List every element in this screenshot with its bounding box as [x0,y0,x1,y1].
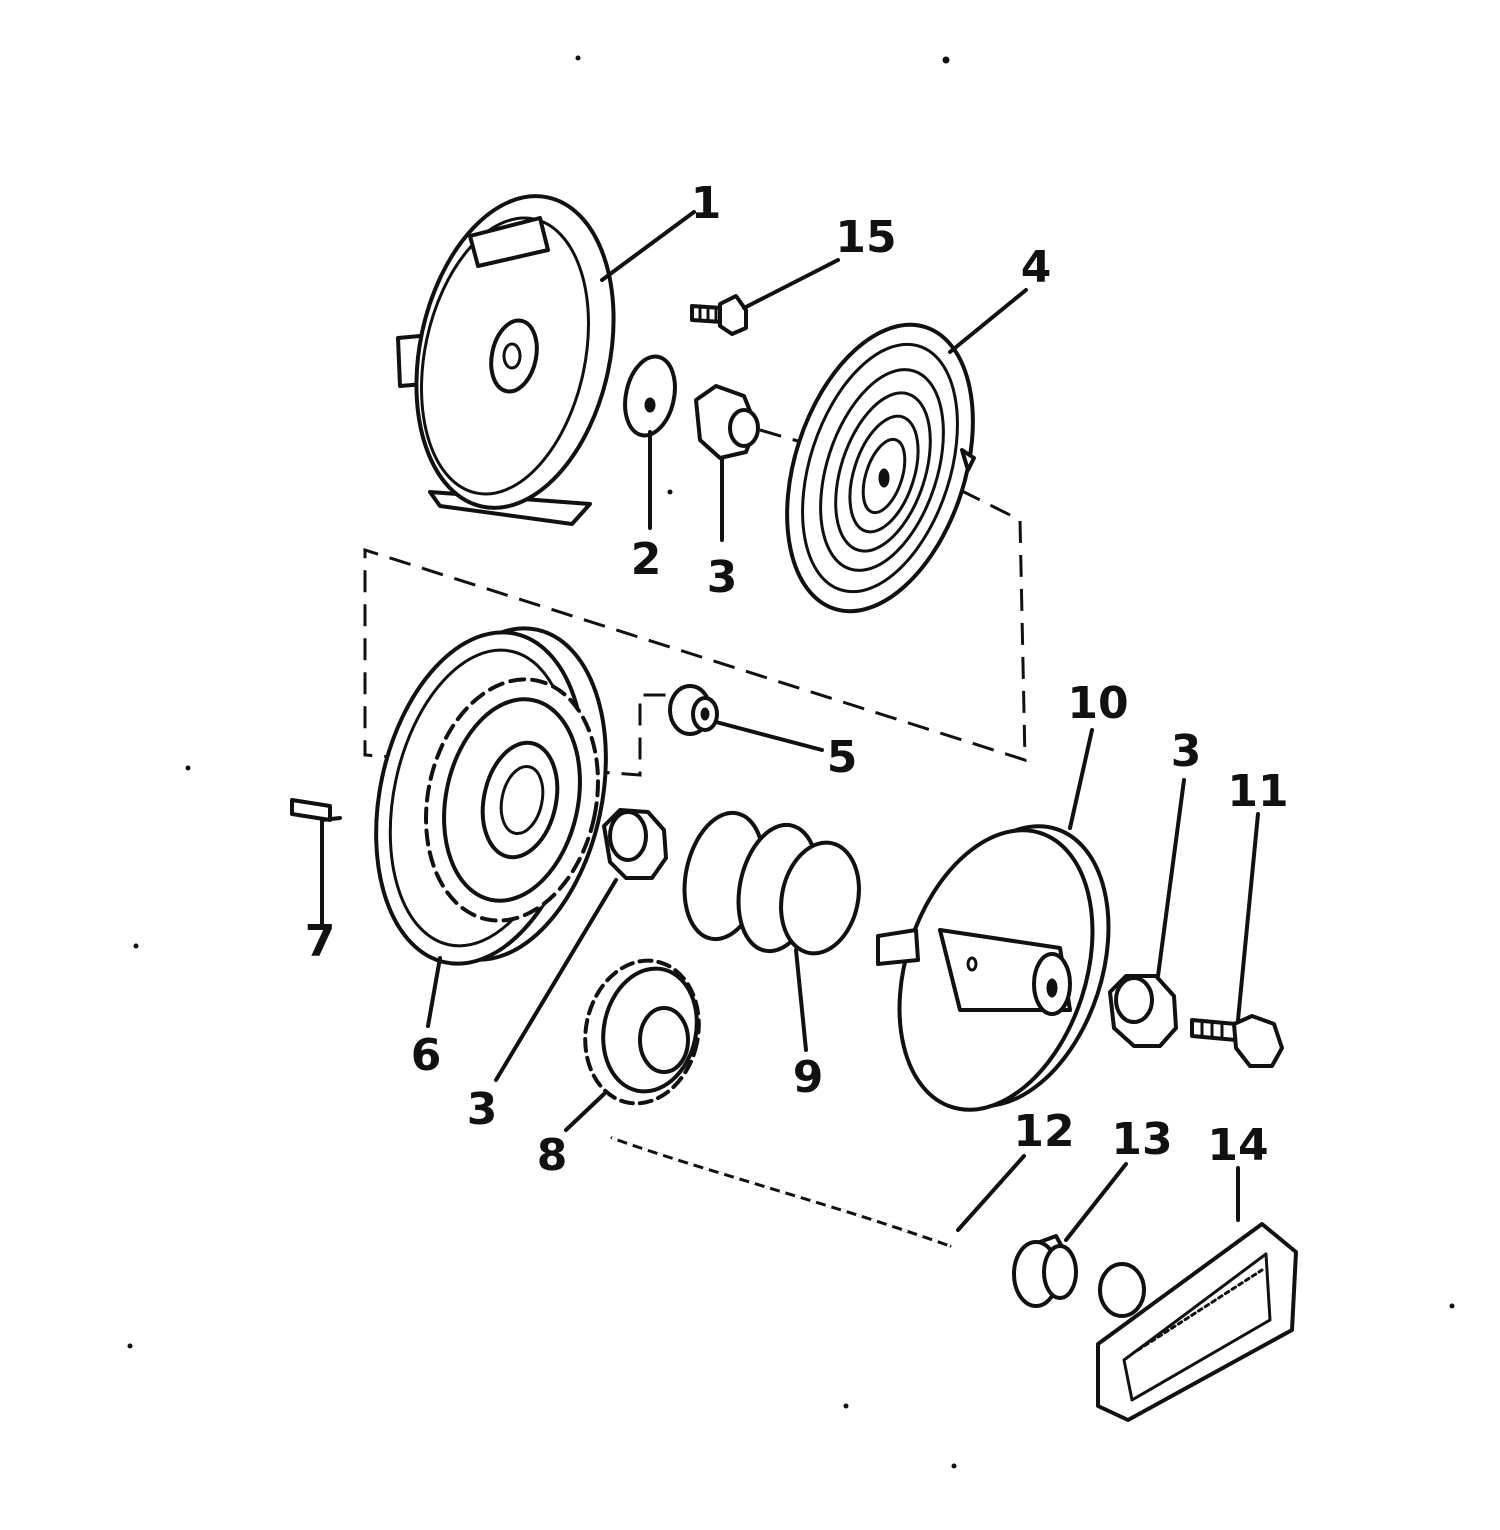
specks [127,55,1455,1469]
callout-5: 5 [827,732,858,783]
part-3-nut-middle [602,808,668,880]
part-8-pinion-gear [583,958,701,1106]
part-14-handle [1096,1222,1298,1422]
part-15-screw [690,294,748,336]
callout-3-right: 3 [1171,726,1202,777]
callout-8: 8 [537,1130,568,1181]
part-4-spring-cup [785,322,976,614]
callout-3-upper: 3 [707,552,738,603]
part-3-nut-right [1108,974,1178,1048]
callout-7: 7 [305,916,336,967]
callout-12: 12 [1013,1106,1074,1157]
callout-11: 11 [1227,766,1288,817]
callout-6: 6 [411,1030,442,1081]
part-6-pulley-gear [374,626,608,966]
part-2-washer [623,354,677,438]
callout-15: 15 [835,212,896,263]
part-10-pawl-plate [876,824,1111,1112]
part-9-coil-spring [682,810,861,956]
part-11-bolt [1190,1014,1284,1068]
callout-10: 10 [1067,678,1128,729]
callout-13: 13 [1111,1114,1172,1165]
part-5-bushing [668,684,719,736]
part-12-rope [610,1136,952,1248]
callout-14: 14 [1207,1120,1268,1171]
callout-3-lower: 3 [467,1084,498,1135]
part-1-housing-cover [396,194,616,526]
callout-1: 1 [691,178,722,229]
part-7-pin [290,798,332,822]
part-3-nut-upper [694,384,760,460]
callout-9: 9 [793,1052,824,1103]
callout-2: 2 [631,534,662,585]
callout-labels: 1 15 4 2 3 10 3 5 11 7 6 9 3 12 13 14 8 [305,178,1289,1181]
part-13-sleeve [1012,1234,1078,1308]
leader-lines [320,210,1260,1242]
callout-4: 4 [1021,242,1052,293]
